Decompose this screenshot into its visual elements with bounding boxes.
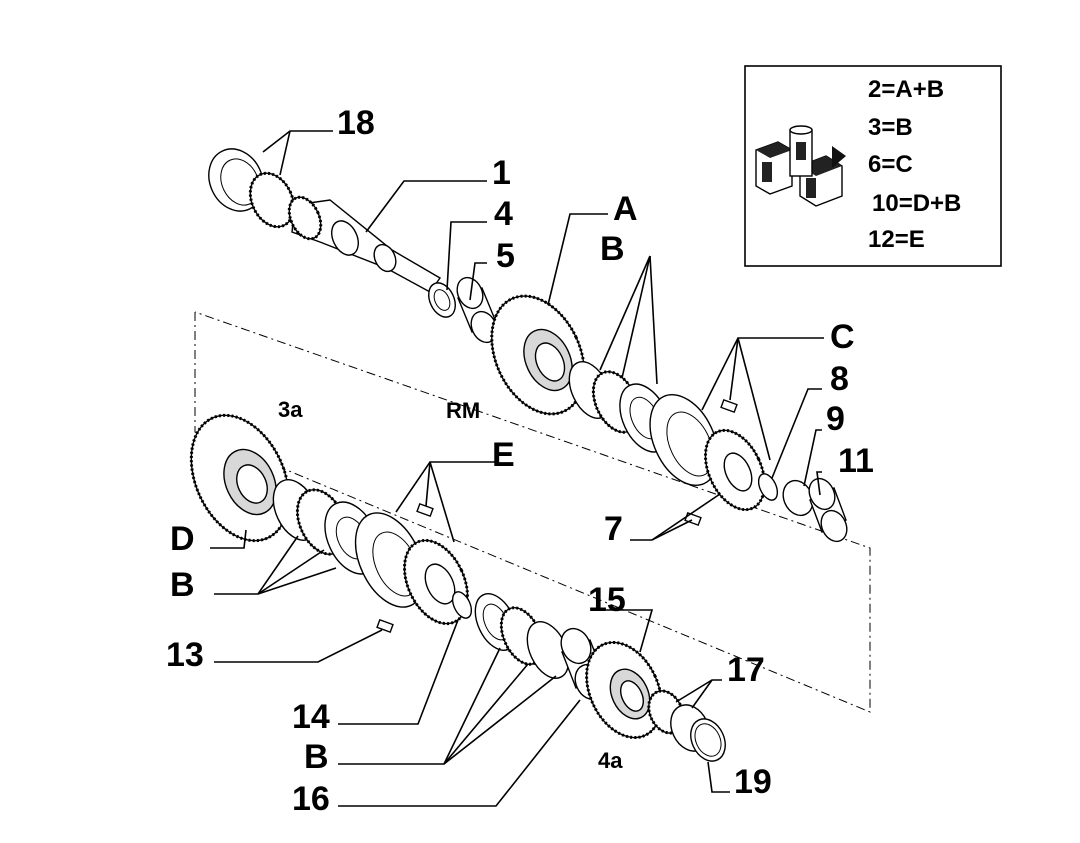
label-4a: 4a <box>598 748 623 773</box>
legend-line-4: 10=D+B <box>872 190 961 217</box>
key-7 <box>684 511 702 527</box>
leader-lines <box>210 130 824 807</box>
gear-a-group <box>490 294 671 453</box>
callout-5: 5 <box>496 237 515 275</box>
callout-16: 16 <box>292 780 330 818</box>
callout-19: 19 <box>734 763 772 801</box>
legend-line-1: 2=A+B <box>868 76 944 103</box>
callout-9: 9 <box>826 400 845 438</box>
callout-14: 14 <box>292 698 330 736</box>
callout-4: 4 <box>494 195 513 233</box>
key-c <box>720 398 738 414</box>
callout-15: 15 <box>588 581 626 619</box>
callout-b-bottom: B <box>304 738 329 776</box>
synchro-e-group <box>354 502 606 701</box>
callout-b-top: B <box>600 230 625 268</box>
callout-8: 8 <box>830 360 849 398</box>
legend-line-3: 6=C <box>868 151 913 178</box>
circlip-14 <box>451 591 473 619</box>
washer-19 <box>690 718 726 762</box>
circlip-8 <box>757 473 779 501</box>
key-e <box>416 502 434 518</box>
callouts: 18 1 4 5 A B C 8 9 11 E 7 D B 13 15 17 1… <box>166 104 874 818</box>
callout-e: E <box>492 436 515 474</box>
legend-line-2: 3=B <box>868 114 913 141</box>
callout-13: 13 <box>166 636 204 674</box>
assembly-boundary <box>194 311 871 713</box>
callout-1: 1 <box>492 154 511 192</box>
sleeve-c <box>649 393 719 487</box>
label-rm: RM <box>446 398 480 423</box>
legend-panel: 2=A+B 3=B 6=C 10=D+B 12=E <box>744 65 1002 267</box>
callout-a: A <box>613 190 638 228</box>
fiat-part-boxes-icon <box>755 125 846 207</box>
callout-b-left: B <box>170 566 195 604</box>
gear-15-group <box>585 640 726 762</box>
callout-7: 7 <box>604 510 623 548</box>
callout-11: 11 <box>838 442 874 480</box>
callout-d: D <box>170 520 195 558</box>
callout-17: 17 <box>727 651 765 689</box>
legend-line-5: 12=E <box>868 226 925 253</box>
key-13 <box>376 618 394 634</box>
label-3a: 3a <box>278 397 303 422</box>
callout-c: C <box>830 318 855 356</box>
synchro-c-group <box>649 393 848 543</box>
callout-18: 18 <box>337 104 375 142</box>
input-shaft-group <box>208 148 498 344</box>
sub-labels: 3a RM 4a <box>278 397 623 773</box>
